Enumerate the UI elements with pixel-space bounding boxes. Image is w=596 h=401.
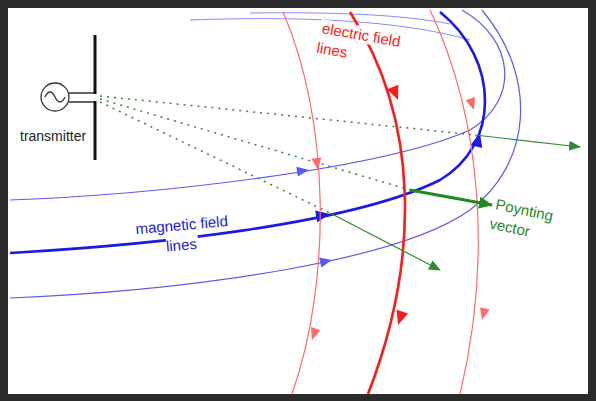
- device-label: transmitter: [18, 126, 128, 146]
- label-text: transmitter: [18, 128, 88, 144]
- electric-field-lines: [283, 10, 478, 394]
- label-text: magnetic field lines: [133, 212, 229, 254]
- electric-arrowheads: [307, 85, 490, 342]
- magnetic-field-lines: [10, 10, 521, 298]
- ray-lines: [100, 96, 475, 213]
- canvas: [8, 8, 588, 394]
- poynting-arrows: [330, 135, 580, 270]
